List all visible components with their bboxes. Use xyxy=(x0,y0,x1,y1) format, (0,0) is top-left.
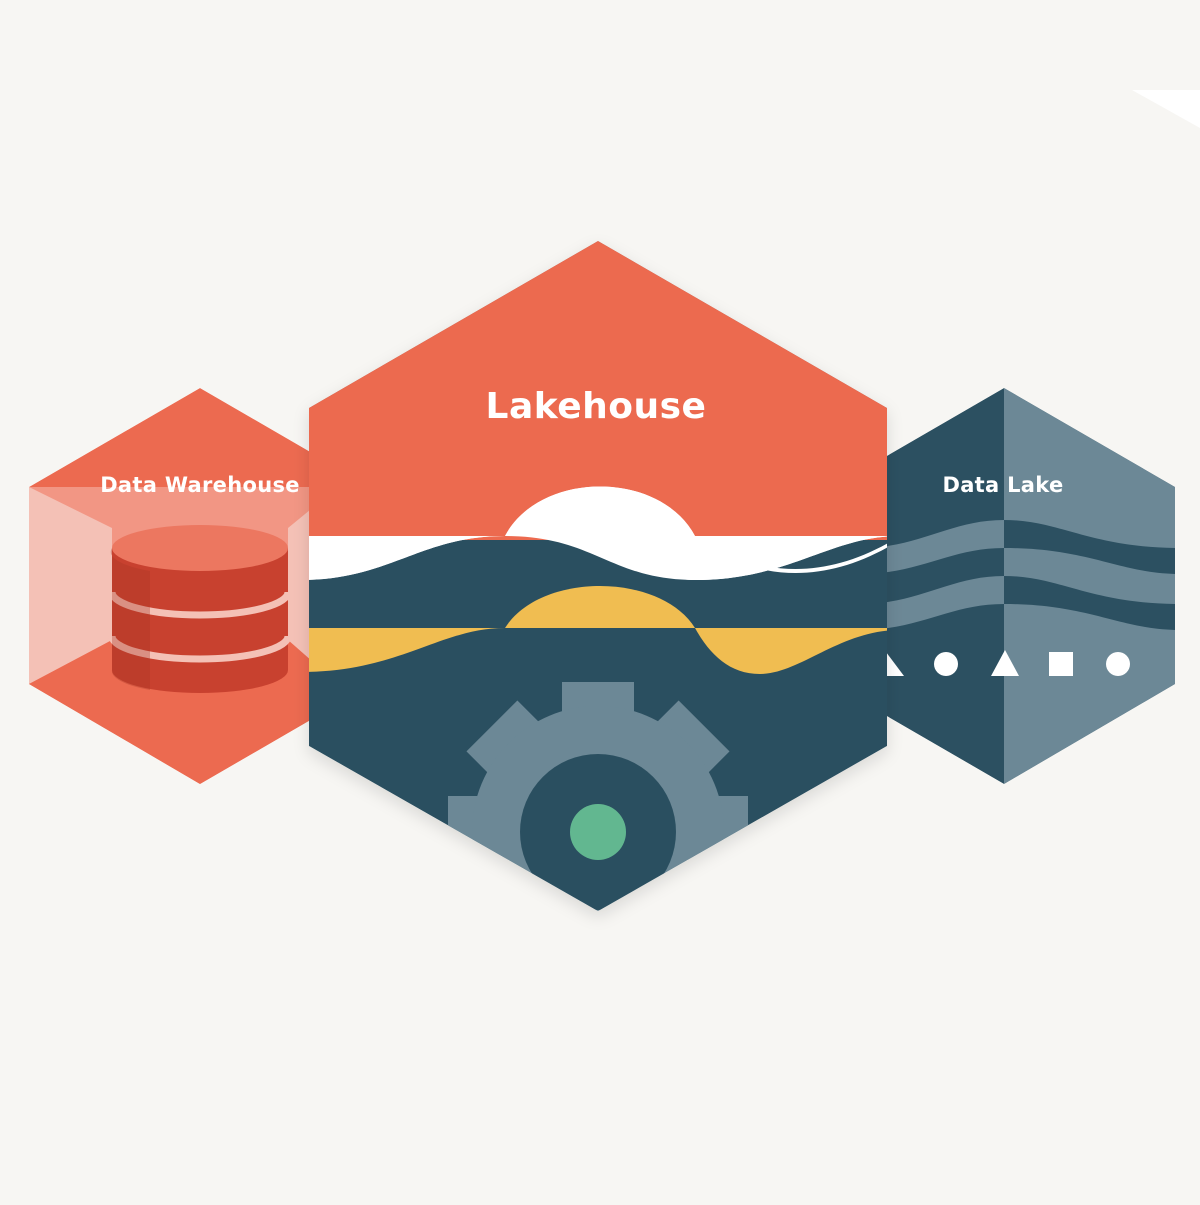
triangle-shape xyxy=(886,652,904,676)
data-warehouse-node[interactable] xyxy=(29,388,338,800)
circle-shape xyxy=(1106,652,1130,676)
lake-waves xyxy=(866,520,1175,630)
lakehouse-node[interactable] xyxy=(300,230,900,982)
yellow-wave-left xyxy=(309,628,505,672)
yellow-wave-crest xyxy=(505,586,695,628)
data-warehouse-label: Data Warehouse xyxy=(100,473,300,497)
database-icon xyxy=(108,525,292,693)
corner-decoration xyxy=(1132,90,1200,128)
lakehouse-label: Lakehouse xyxy=(486,386,707,427)
triangle-shape xyxy=(991,650,1019,676)
yellow-wave-right xyxy=(695,628,887,674)
warehouse-wall-left xyxy=(29,487,112,684)
data-lake-label: Data Lake xyxy=(942,473,1063,497)
gear-icon xyxy=(448,682,748,911)
data-lake-node[interactable] xyxy=(860,380,1184,790)
square-shape xyxy=(1049,652,1073,676)
shapes-icon xyxy=(886,650,1130,676)
gear-center-dot xyxy=(570,804,626,860)
circle-shape xyxy=(934,652,958,676)
